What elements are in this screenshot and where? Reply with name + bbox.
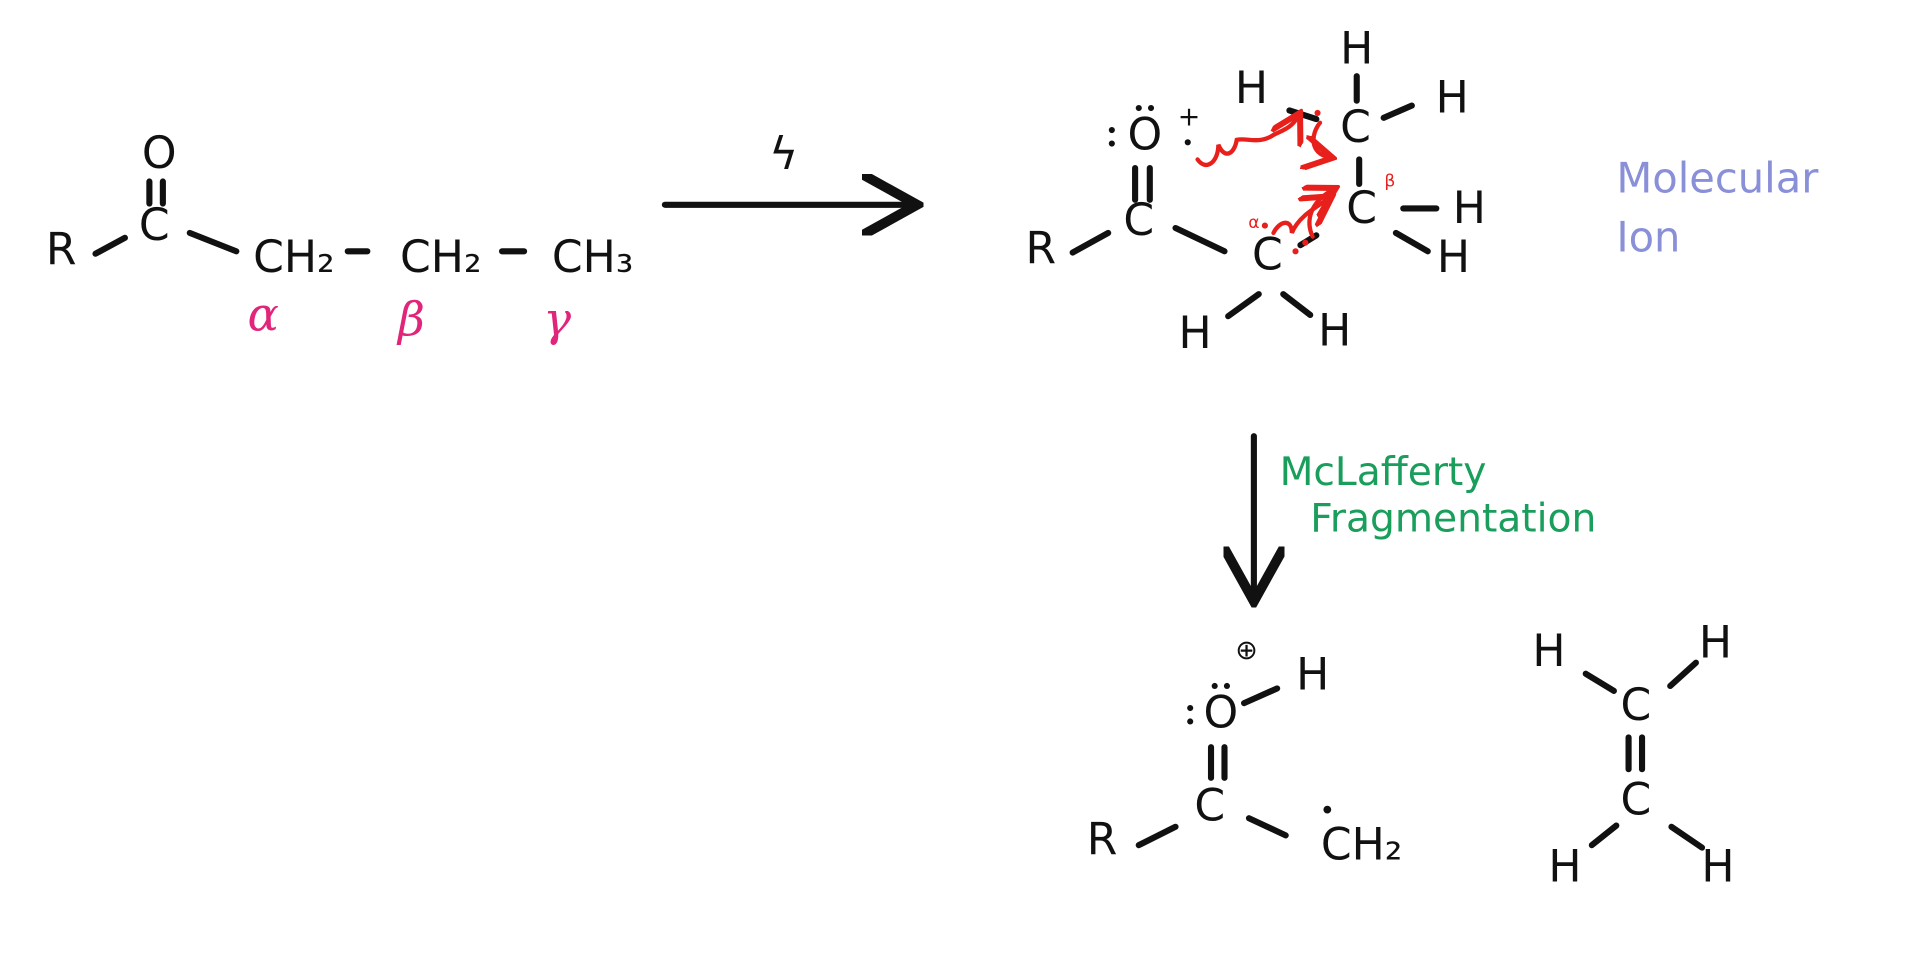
atom-r: R — [1025, 223, 1056, 274]
bond — [1286, 107, 1320, 123]
atom-h-gamma-transfer: H — [1235, 63, 1268, 114]
fishhook-arrow — [1271, 199, 1328, 236]
atom-c: C — [1621, 774, 1652, 825]
molecular-ion-label-line1: Molecular — [1616, 154, 1819, 203]
ch2-beta: CH₂ — [400, 232, 482, 283]
bond — [1172, 224, 1228, 255]
atom-carbonyl-c: C — [1123, 195, 1154, 246]
bond — [92, 234, 128, 257]
atom-h: H — [1701, 842, 1734, 893]
ch2-alpha: CH₂ — [253, 232, 335, 283]
bond — [1280, 291, 1314, 319]
fishhook-arrow — [1313, 120, 1328, 157]
fragmentation-label-line1: McLafferty — [1280, 450, 1487, 495]
ethylene: C C H H H H — [1532, 618, 1734, 893]
beta-label: β — [396, 293, 425, 347]
fishhook-arrow — [1195, 117, 1298, 167]
atom-alpha-c: C — [1252, 229, 1283, 280]
electron-arrows — [1195, 110, 1333, 255]
bond — [1582, 670, 1617, 694]
atom-r: R — [1087, 815, 1118, 866]
charge-plus: + — [1178, 101, 1201, 132]
alpha-label: α — [248, 288, 279, 342]
atom-h: H — [1699, 618, 1732, 669]
atom-oxygen: O — [142, 128, 177, 179]
lone-pair-dots — [1187, 682, 1230, 725]
alpha-mark: α — [1248, 213, 1259, 233]
reactant-ketone: R C O CH₂ CH₂ CH₃ α β γ — [46, 128, 634, 347]
atom-h: H — [1532, 626, 1565, 677]
atom-c: C — [1194, 780, 1225, 831]
lone-pair-dots — [1108, 104, 1191, 147]
beta-mark: β — [1384, 171, 1395, 191]
bond — [1588, 822, 1620, 849]
bond — [1069, 229, 1112, 256]
atom-oxygen: O — [1203, 687, 1238, 738]
atom-gamma-c: C — [1340, 102, 1371, 153]
bond — [1241, 685, 1281, 707]
lightning-icon: ϟ — [769, 129, 798, 180]
atom-c: C — [1621, 680, 1652, 731]
bond — [1380, 102, 1415, 121]
ch3-gamma: CH₃ — [552, 232, 634, 283]
molecular-ion: R C O + C H H C H H C H H H — [1025, 24, 1819, 359]
fragmentation-step: McLafferty Fragmentation — [1254, 433, 1596, 595]
enol-radical-cation: R C O ⊕ H • CH₂ — [1087, 635, 1403, 870]
ionization-arrow: ϟ — [661, 129, 911, 205]
molecular-ion-label-line2: Ion — [1616, 212, 1680, 261]
atom-carbonyl-c: C — [139, 200, 170, 251]
bond — [1668, 823, 1706, 851]
fragmentation-label-line2: Fragmentation — [1310, 497, 1596, 542]
atom-oxygen: O — [1128, 109, 1163, 160]
radical-dot: • — [1319, 796, 1335, 827]
atom-beta-c: C — [1346, 183, 1377, 234]
bond — [186, 229, 240, 255]
atom-h: H — [1296, 649, 1329, 700]
charge-plus-circle: ⊕ — [1235, 635, 1258, 666]
atom-r: R — [46, 225, 77, 276]
ch2-radical: CH₂ — [1321, 820, 1403, 871]
atom-h: H — [1318, 305, 1351, 356]
bond — [1135, 823, 1179, 849]
atom-h: H — [1436, 73, 1469, 124]
bond — [1225, 291, 1262, 320]
atom-h: H — [1179, 308, 1212, 359]
bond — [1667, 659, 1699, 690]
atom-h: H — [1340, 24, 1373, 75]
bond — [1245, 815, 1289, 839]
atom-h: H — [1548, 842, 1581, 893]
fishhook-arrow — [1309, 190, 1332, 239]
bond — [1392, 229, 1431, 255]
atom-h: H — [1437, 232, 1470, 283]
gamma-label: γ — [543, 293, 571, 347]
atom-h: H — [1453, 183, 1486, 234]
